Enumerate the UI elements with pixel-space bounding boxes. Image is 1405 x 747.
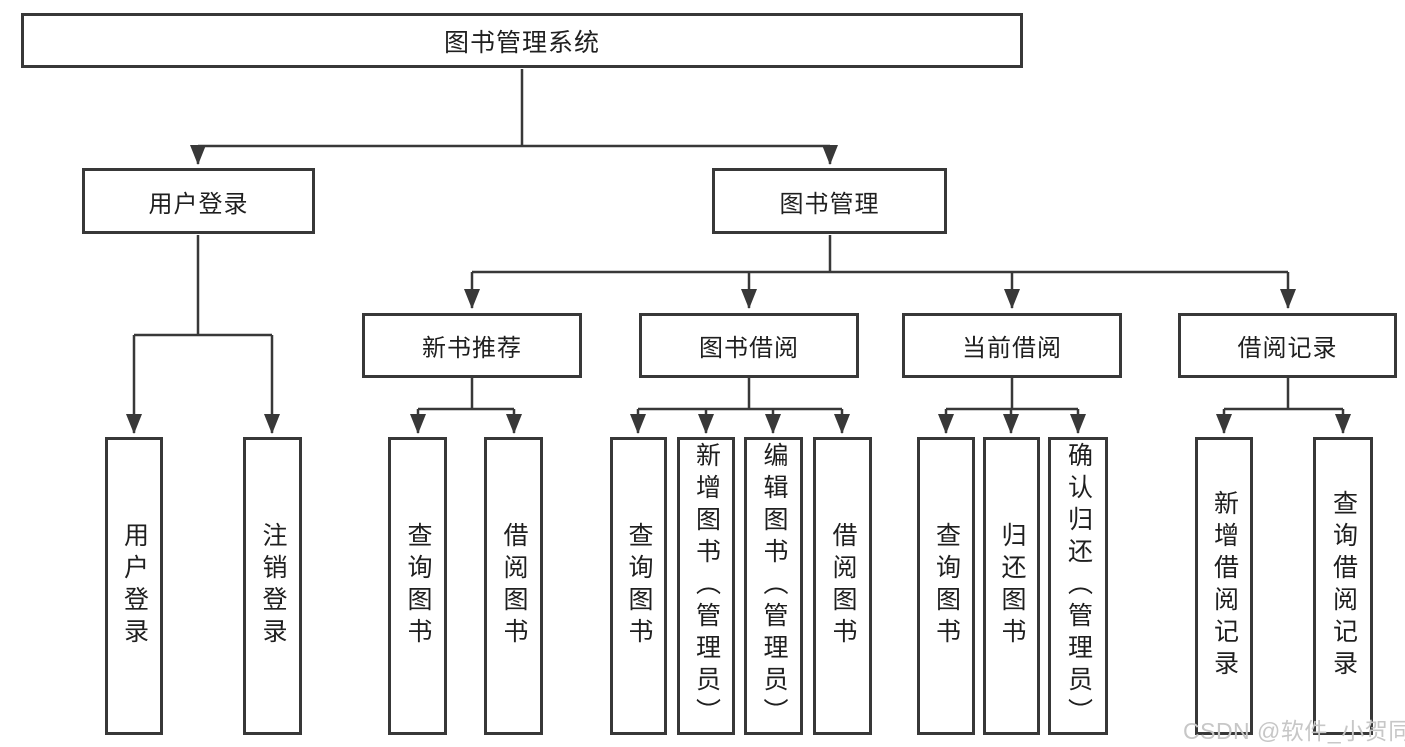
leaf-add-borrow-record: 新增借阅记录 xyxy=(1195,437,1253,735)
node-label: 新增借阅记录 xyxy=(1210,490,1239,682)
node-borrowing-records: 借阅记录 xyxy=(1178,313,1397,378)
leaf-borrow-books-borrowing: 借阅图书 xyxy=(813,437,872,735)
connector-current-trunk xyxy=(946,378,1078,411)
leaf-add-books-admin: 新增图书（管理员） xyxy=(677,437,735,735)
node-label: 借阅图书 xyxy=(829,522,857,650)
leaf-query-books-recommend: 查询图书 xyxy=(388,437,447,735)
connector-records-trunk xyxy=(1224,378,1343,411)
node-label: 查询图书 xyxy=(932,522,961,650)
node-label: 图书借阅 xyxy=(699,335,799,362)
leaf-logout: 注销登录 xyxy=(243,437,302,735)
connector-borrowing-trunk xyxy=(638,378,842,411)
node-label: 新书推荐 xyxy=(422,335,522,362)
leaf-borrow-books-recommend: 借阅图书 xyxy=(484,437,543,735)
leaf-query-borrow-record: 查询借阅记录 xyxy=(1313,437,1373,735)
node-label: 当前借阅 xyxy=(962,335,1062,362)
leaf-confirm-return-admin: 确认归还（管理员） xyxy=(1048,437,1108,735)
node-label: 归还图书 xyxy=(998,522,1026,650)
node-label: 用户登录 xyxy=(148,190,249,218)
node-label: 借阅图书 xyxy=(500,522,528,650)
node-user-login: 用户登录 xyxy=(82,168,315,234)
node-label: 图书管理系统 xyxy=(443,28,600,57)
node-current-borrowing: 当前借阅 xyxy=(902,313,1122,378)
watermark-text: CSDN @软件_小贺同学 xyxy=(1183,718,1405,744)
leaf-edit-books-admin: 编辑图书（管理员） xyxy=(744,437,803,735)
connector-new-book-trunk xyxy=(418,378,514,411)
leaf-user-login: 用户登录 xyxy=(105,437,163,735)
node-new-book-recommend: 新书推荐 xyxy=(362,313,582,378)
connector-book-management-trunk xyxy=(472,235,1288,274)
leaf-query-books-current: 查询图书 xyxy=(917,437,975,735)
node-label: 查询图书 xyxy=(625,522,653,650)
node-label: 新增图书（管理员） xyxy=(692,442,721,730)
node-book-management-system: 图书管理系统 xyxy=(21,13,1023,68)
leaf-return-books: 归还图书 xyxy=(983,437,1040,735)
node-book-borrowing: 图书借阅 xyxy=(639,313,859,378)
node-book-management: 图书管理 xyxy=(712,168,947,234)
node-label: 借阅记录 xyxy=(1237,335,1338,362)
node-label: 用户登录 xyxy=(120,522,149,650)
node-label: 查询图书 xyxy=(404,522,432,650)
connector-user-login-trunk xyxy=(134,235,272,337)
node-label: 图书管理 xyxy=(779,190,880,218)
leaf-query-books-borrowing: 查询图书 xyxy=(610,437,667,735)
node-label: 注销登录 xyxy=(259,522,287,650)
connector-root-trunk xyxy=(198,69,830,148)
node-label: 确认归还（管理员） xyxy=(1064,442,1093,730)
node-label: 编辑图书（管理员） xyxy=(760,442,788,730)
node-label: 查询借阅记录 xyxy=(1329,490,1358,682)
